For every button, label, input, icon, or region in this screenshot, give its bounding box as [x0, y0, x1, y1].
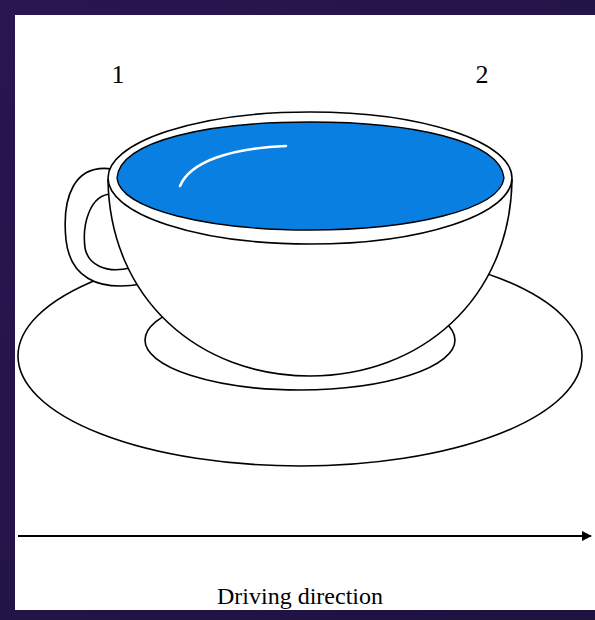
- cup-rim: [108, 112, 512, 244]
- liquid-highlight: [180, 146, 286, 186]
- callout-number: 1: [112, 62, 125, 88]
- direction-arrow: [18, 535, 591, 537]
- axis-label: Driving direction: [217, 584, 383, 608]
- liquid: [117, 122, 504, 230]
- callout-number: 2: [476, 62, 489, 88]
